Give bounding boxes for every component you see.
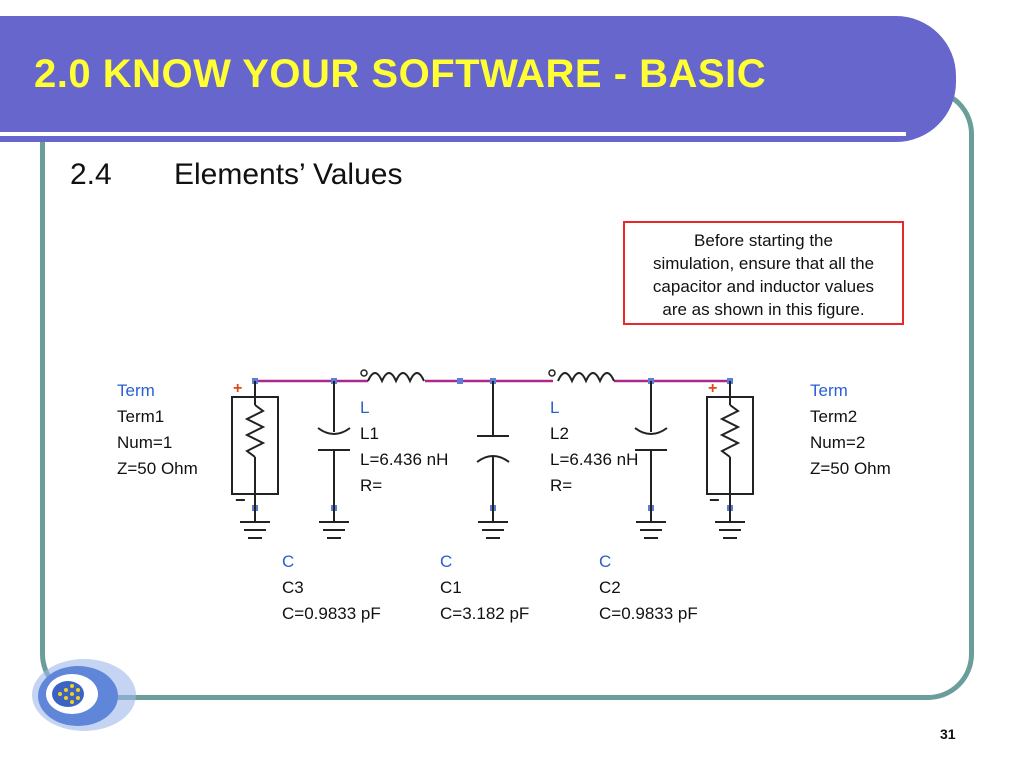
c3-label: C C3 C=0.9833 pF	[282, 549, 381, 627]
c2-name: C2	[599, 578, 621, 597]
c2-label: C C2 C=0.9833 pF	[599, 549, 698, 627]
note-line: simulation, ensure that all the	[652, 254, 875, 273]
title-bar	[0, 16, 956, 142]
l1-resistance: R=	[360, 476, 383, 495]
capacitor-c3	[317, 381, 351, 508]
term1-num: Num=1	[117, 433, 173, 452]
c3-type: C	[282, 552, 295, 571]
instruction-note: Before starting the simulation, ensure t…	[623, 221, 904, 325]
l2-type: L	[550, 398, 560, 417]
term2-plus: +	[708, 380, 717, 397]
title-underline	[0, 132, 906, 136]
term1-label: Term Term1 Num=1 Z=50 Ohm	[117, 378, 198, 482]
term2-symbol	[706, 381, 754, 508]
c3-value: C=0.9833 pF	[282, 604, 381, 623]
note-line: capacitor and inductor values	[652, 277, 875, 296]
section-number: 2.4	[70, 158, 112, 191]
ground-symbols	[240, 508, 745, 539]
inductor-l1	[360, 369, 425, 384]
c2-type: C	[599, 552, 612, 571]
l1-value: L=6.436 nH	[360, 450, 449, 469]
capacitor-c2	[634, 381, 668, 508]
l1-name: L1	[360, 424, 379, 443]
term1-impedance: Z=50 Ohm	[117, 459, 198, 478]
logo-icon	[32, 659, 136, 731]
section-title: Elements’ Values	[174, 158, 403, 191]
slide-frame	[40, 88, 974, 700]
term2-name: Term2	[810, 407, 858, 426]
c2-value: C=0.9833 pF	[599, 604, 698, 623]
term2-num: Num=2	[810, 433, 866, 452]
term1-minus: −	[235, 490, 246, 510]
page-number: 31	[940, 726, 956, 742]
c3-name: C3	[282, 578, 304, 597]
l2-label: L L2 L=6.436 nH R=	[550, 395, 638, 499]
l1-label: L L1 L=6.436 nH R=	[360, 395, 448, 499]
term1-name: Term1	[117, 407, 165, 426]
c1-value: C=3.182 pF	[440, 604, 530, 623]
slide-title: 2.0 KNOW YOUR SOFTWARE - BASIC	[34, 52, 767, 96]
term2-minus: −	[709, 490, 720, 510]
term1-type: Term	[117, 381, 155, 400]
l2-name: L2	[550, 424, 569, 443]
term2-type: Term	[810, 381, 848, 400]
note-line: Before starting the	[694, 231, 833, 250]
l2-resistance: R=	[550, 476, 573, 495]
l2-value: L=6.436 nH	[550, 450, 639, 469]
c1-name: C1	[440, 578, 462, 597]
term1-symbol	[231, 381, 279, 508]
term2-impedance: Z=50 Ohm	[810, 459, 891, 478]
note-line: are as shown in this figure.	[662, 300, 865, 319]
term1-plus: +	[233, 380, 242, 397]
term2-label: Term Term2 Num=2 Z=50 Ohm	[810, 378, 891, 482]
c1-type: C	[440, 552, 453, 571]
l1-type: L	[360, 398, 370, 417]
capacitor-c1	[476, 381, 510, 508]
c1-label: C C1 C=3.182 pF	[440, 549, 529, 627]
inductor-l2	[548, 369, 615, 384]
